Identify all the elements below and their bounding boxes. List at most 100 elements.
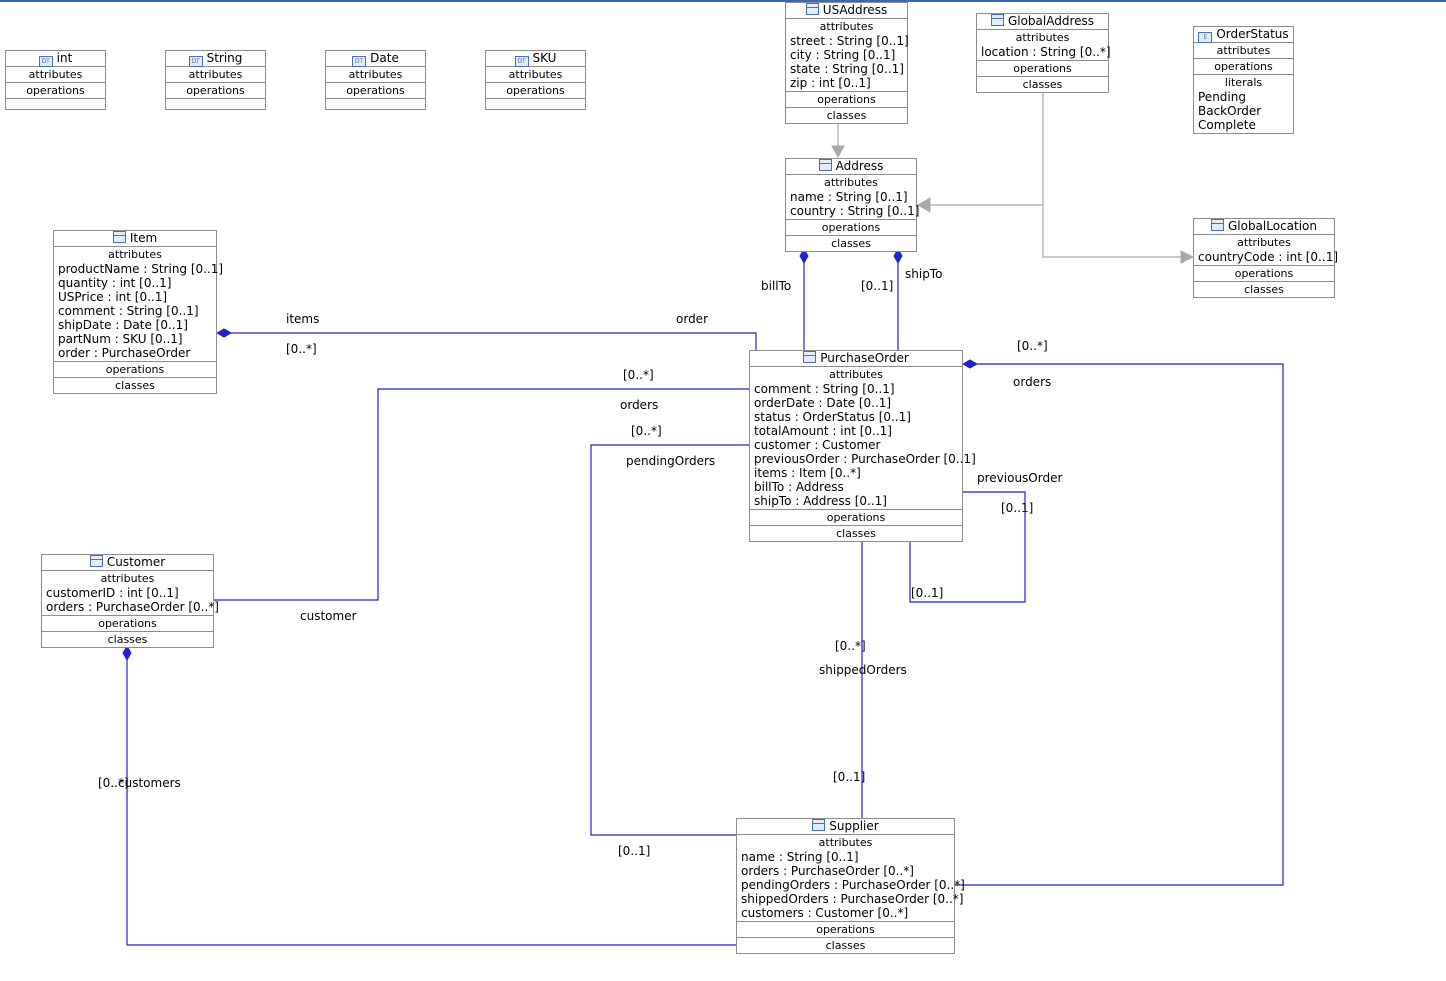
attribute-row[interactable]: USPrice : int [0..1] [58,290,168,304]
association-supplier-orders [955,363,1284,886]
label-customer: customer [300,609,357,623]
attribute-row[interactable]: customer : Customer [754,438,881,452]
attribute-row[interactable]: state : String [0..1] [790,62,904,76]
class-icon [112,231,126,243]
label-previous-mult-a: [0..1] [1001,501,1034,515]
attribute-row[interactable]: pendingOrders : PurchaseOrder [0..*] [741,878,965,892]
label-customers-mult: [0..*] [98,776,129,790]
label-orders-supplier: orders [1013,375,1052,389]
attribute-row[interactable]: status : OrderStatus [0..1] [754,410,911,424]
composition-diamond-billto [799,247,809,265]
attribute-row[interactable]: street : String [0..1] [790,34,909,48]
class-globaladdress[interactable]: GlobalAddress attributes location : Stri… [976,13,1111,93]
attribute-row[interactable]: productName : String [0..1] [58,262,224,276]
attribute-row[interactable]: location : String [0..*] [981,45,1111,59]
label-order: order [676,312,708,326]
class-icon [818,159,832,171]
attribute-row[interactable]: orders : PurchaseOrder [0..*] [46,600,219,614]
label-orders-customer-mult: [0..*] [623,368,654,382]
attribute-row[interactable]: quantity : int [0..1] [58,276,172,290]
class-usaddress-header[interactable]: USAddress [786,3,907,19]
attribute-row[interactable]: orderDate : Date [0..1] [754,396,892,410]
class-int-attributes: attributes [28,68,83,81]
literal-row[interactable]: BackOrder [1198,104,1262,118]
class-item-header[interactable]: Item [54,231,216,247]
attribute-row[interactable]: partNum : SKU [0..1] [58,332,183,346]
attribute-row[interactable]: shipDate : Date [0..1] [58,318,188,332]
label-shipped-orders: shippedOrders [819,663,907,677]
label-pending-orders: pendingOrders [626,454,716,468]
association-supplier-customers [126,660,736,946]
composition-diamond-items [215,328,233,338]
class-address-header[interactable]: Address [786,159,916,175]
class-globallocation-header[interactable]: GlobalLocation [1194,219,1334,235]
label-previous-mult-b: [0..1] [911,586,944,600]
association-previous-order [909,491,1026,603]
class-string-operations: operations [166,82,265,98]
class-icon [805,3,819,15]
attribute-row[interactable]: orders : PurchaseOrder [0..*] [741,864,914,878]
class-icon [1210,219,1224,231]
label-billto: billTo [761,279,792,293]
class-item[interactable]: Item attributes productName : String [0.… [53,230,224,394]
generalization-globaladdress-globallocation [1042,205,1181,258]
attribute-row[interactable]: customers : Customer [0..*] [741,906,909,920]
label-pending-mult: [0..*] [631,424,662,438]
association-customer-orders [214,388,749,601]
composition-diamond-supplier-orders [961,359,979,369]
class-date-operations: operations [326,82,425,98]
label-orders-customer: orders [620,398,659,412]
class-int-operations: operations [6,82,105,98]
class-purchaseorder[interactable]: PurchaseOrder attributes comment : Strin… [749,350,976,542]
label-pending-supplier-mult: [0..1] [618,844,651,858]
attribute-row[interactable]: shipTo : Address [0..1] [754,494,887,508]
attribute-row[interactable]: city : String [0..1] [790,48,896,62]
class-purchaseorder-header[interactable]: PurchaseOrder [750,351,962,367]
class-string-attributes: attributes [188,68,243,81]
label-shipto: shipTo [905,267,943,281]
generalization-globaladdress-address [930,93,1044,206]
attribute-row[interactable]: zip : int [0..1] [790,76,871,90]
class-address[interactable]: Address attributes name : String [0..1] … [785,158,920,252]
attribute-row[interactable]: comment : String [0..1] [754,382,895,396]
class-customer-header[interactable]: Customer [42,555,213,571]
attribute-row[interactable]: order : PurchaseOrder [58,346,191,360]
attribute-row[interactable]: billTo : Address [754,480,844,494]
generalization-arrow-address-right [917,197,931,213]
literal-row[interactable]: Complete [1198,118,1256,132]
class-icon [812,819,826,831]
class-globaladdress-header[interactable]: GlobalAddress [977,14,1108,30]
attribute-row[interactable]: items : Item [0..*] [754,466,861,480]
attribute-row[interactable]: country : String [0..1] [790,204,920,218]
literal-row[interactable]: Pending [1198,90,1246,104]
attribute-row[interactable]: name : String [0..1] [790,190,908,204]
class-supplier[interactable]: Supplier attributes name : String [0..1]… [736,818,965,954]
class-usaddress[interactable]: USAddress attributes street : String [0.… [785,2,909,124]
generalization-arrow-globallocation [1180,250,1195,264]
generalization-arrow-address-top [831,145,845,159]
class-globallocation[interactable]: GlobalLocation attributes countryCode : … [1193,218,1339,298]
attribute-row[interactable]: name : String [0..1] [741,850,859,864]
label-items: items [286,312,320,326]
attribute-row[interactable]: customerID : int [0..1] [46,586,179,600]
attribute-row[interactable]: countryCode : int [0..1] [1198,250,1339,264]
class-customer[interactable]: Customer attributes customerID : int [0.… [41,554,219,648]
label-previous-order: previousOrder [977,471,1063,485]
attribute-row[interactable]: shippedOrders : PurchaseOrder [0..*] [741,892,964,906]
attribute-row[interactable]: previousOrder : PurchaseOrder [0..1] [754,452,976,466]
datatype-icon: DT [514,56,529,67]
attribute-row[interactable]: totalAmount : int [0..1] [754,424,892,438]
class-supplier-header[interactable]: Supplier [737,819,954,835]
attribute-row[interactable]: comment : String [0..1] [58,304,199,318]
